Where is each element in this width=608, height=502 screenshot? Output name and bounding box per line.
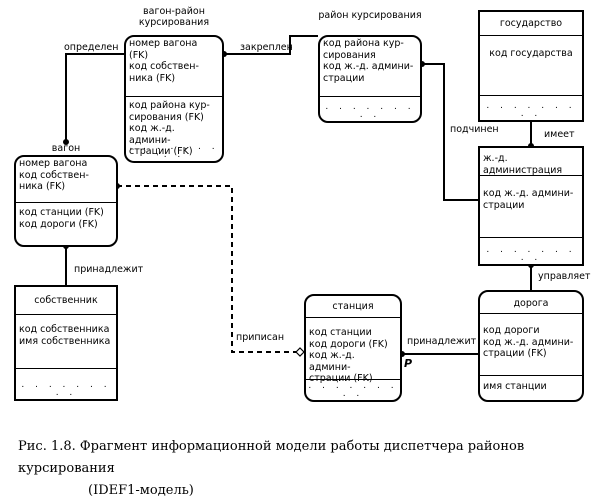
- cardinality-p-label: P: [404, 357, 413, 370]
- sobstvennik-key-section: код собственника имя собственника: [16, 315, 116, 369]
- vagon-rayon-attr-section: код района кур- сирования (FK) код ж.-д.…: [126, 99, 222, 159]
- stanciya-key-section: код станции код дороги (FK) код ж.-д. ад…: [306, 318, 400, 384]
- attr-line: код ж.-д. админи-: [323, 61, 414, 72]
- caption-line-2: (IDEF1-модель): [88, 483, 194, 498]
- attr-line: имя станции: [483, 381, 547, 392]
- gosudarstvo-key-section: код государства: [480, 36, 582, 96]
- attr-line: код ж.-д. админи-: [129, 123, 175, 146]
- vagon-key-section: номер вагона код собствен- ника (FK): [16, 157, 116, 203]
- entity-vagon-rayon: номер вагона (FK) код собствен- ника (FK…: [124, 35, 224, 163]
- entity-rayon-title: район курсирования: [318, 10, 422, 21]
- attr-line: код дороги (FK): [309, 338, 388, 350]
- attr-line: код ж.-д. админи-: [309, 350, 355, 373]
- rayon-key-section: код района кур- сирования код ж.-д. адми…: [320, 37, 420, 97]
- dots-separator: . . . . . . . . .: [325, 102, 415, 120]
- attr-line: страции (FK): [483, 348, 547, 359]
- attr-line: страции (FK): [309, 373, 373, 384]
- rel-pripisan-diamond: [295, 347, 305, 357]
- vagon-attr-section: код станции (FK) код дороги (FK): [16, 206, 116, 231]
- doroga-title-section: дорога: [480, 292, 582, 314]
- rel-imeet-label: имеет: [544, 129, 575, 140]
- attr-line: (FK): [129, 49, 149, 61]
- entity-rayon: код района кур- сирования код ж.-д. адми…: [318, 35, 422, 123]
- sobstvennik-title-section: собственник: [16, 287, 116, 315]
- zhd-admin-key-section: код ж.-д. админи- страции: [480, 176, 582, 238]
- dots-separator: . . . . . . . . .: [486, 245, 576, 263]
- entity-gosudarstvo-title: государство: [499, 18, 563, 29]
- attr-line: номер вагона: [129, 38, 198, 49]
- entity-zhd-admin: ж.-д. администрация код ж.-д. админи- ст…: [478, 146, 584, 266]
- attr-line: код дороги: [483, 325, 540, 336]
- dots-separator: . . . . . . . . .: [129, 142, 219, 160]
- entity-stanciya: станция код станции код дороги (FK) код …: [304, 294, 402, 402]
- caption-line-1: Рис. 1.8. Фрагмент информационной модели…: [18, 439, 525, 476]
- attr-line: код ж.-д. админи-: [483, 336, 574, 348]
- entity-vagon: номер вагона код собствен- ника (FK) код…: [14, 155, 118, 247]
- doroga-key-section: код дороги код ж.-д. админи- страции (FK…: [480, 314, 582, 376]
- entity-stanciya-title: станция: [332, 301, 374, 312]
- entity-vagon-rayon-title: вагон-район курсирования: [138, 6, 210, 28]
- rel-zakreplen-line: [224, 35, 318, 55]
- attr-line: код района кур-: [129, 100, 210, 111]
- entity-sobstvennik: собственник код собственника имя собстве…: [14, 285, 118, 401]
- vagon-rayon-key-section: номер вагона (FK) код собствен- ника (FK…: [126, 37, 222, 97]
- attr-line: имя собственника: [19, 335, 111, 347]
- rel-opredelen-dot: [63, 139, 69, 145]
- attr-line: код ж.-д. админи-: [483, 188, 574, 199]
- dots-separator: . . . . . . . . .: [308, 381, 398, 399]
- attr-line: код собствен-: [19, 169, 89, 181]
- attr-line: страции: [483, 199, 525, 211]
- attr-line: сирования (FK): [129, 111, 204, 123]
- attr-line: ника (FK): [129, 72, 176, 84]
- attr-line: страции (FK): [129, 146, 193, 157]
- rel-pripisan-line: [117, 185, 296, 353]
- doroga-attr-section: имя станции: [480, 380, 582, 394]
- attr-line: ника (FK): [19, 181, 66, 192]
- attr-line: код станции (FK): [19, 207, 104, 218]
- gosudarstvo-title-section: государство: [480, 12, 582, 36]
- attr-line: страции: [323, 72, 365, 84]
- entity-vagon-title: вагон: [51, 143, 81, 154]
- dots-separator: . . . . . . . . .: [486, 101, 576, 119]
- entity-doroga-title: дорога: [513, 298, 549, 309]
- rel-opredelen-label: определен: [64, 42, 119, 53]
- zhd-admin-title-section: ж.-д. администрация: [480, 148, 582, 176]
- stanciya-title-section: станция: [306, 296, 400, 318]
- entity-gosudarstvo: государство код государства . . . . . . …: [478, 10, 584, 122]
- entity-doroga: дорога код дороги код ж.-д. админи- стра…: [478, 290, 584, 402]
- attr-line: код собственника: [19, 324, 110, 335]
- attr-line: номер вагона: [19, 158, 88, 169]
- dots-separator: . . . . . . . . .: [21, 380, 111, 398]
- rel-prinadlezhit-sobstvennik-label: принадлежит: [74, 264, 144, 275]
- idef1-diagram: вагон-район курсирования номер вагона (F…: [14, 6, 591, 498]
- rel-podchinen-label: подчинен: [450, 124, 499, 135]
- rel-zakreplen-label: закреплен: [240, 42, 293, 53]
- figure-caption: Рис. 1.8. Фрагмент информационной модели…: [18, 436, 608, 502]
- rel-opredelen-line: [65, 53, 124, 142]
- attr-line: код станции: [309, 327, 372, 338]
- attr-line: код государства: [489, 48, 573, 59]
- attr-line: код дороги (FK): [19, 218, 98, 230]
- rel-podchinen-line: [422, 63, 478, 201]
- attr-line: код собствен-: [129, 61, 199, 72]
- rel-pripisan-label: приписан: [236, 332, 285, 343]
- entity-sobstvennik-title: собственник: [34, 295, 98, 306]
- rel-prinadlezhit-doroga-label: принадлежит: [407, 336, 477, 347]
- attr-line: сирования: [323, 49, 376, 61]
- attr-line: код района кур-: [323, 38, 404, 49]
- entity-zhd-admin-title: ж.-д. администрация: [483, 153, 563, 176]
- rel-upravlyaet-label: управляет: [538, 271, 591, 282]
